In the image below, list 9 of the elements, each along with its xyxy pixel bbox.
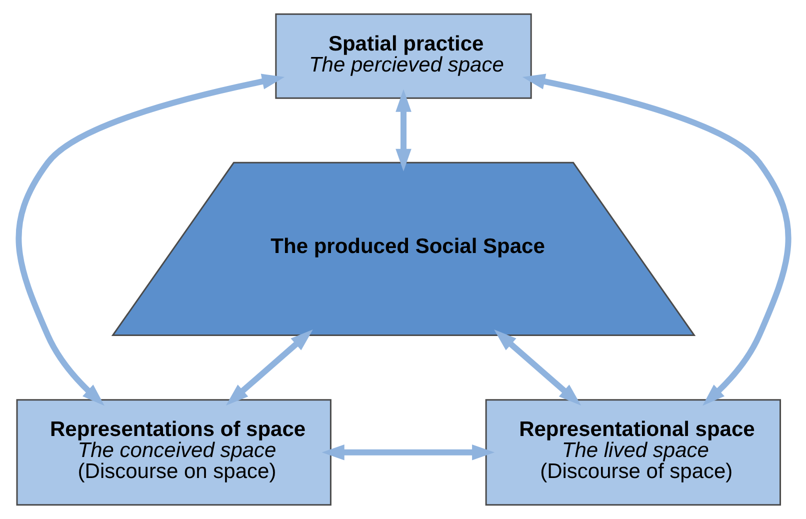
arrow <box>494 330 582 406</box>
arrow <box>226 330 313 406</box>
node-box: Representations of space The conceived space (Discourse on space) <box>16 399 332 506</box>
arrow <box>16 74 285 406</box>
node-box: Representational space The lived space (Discourse of space) <box>485 399 781 506</box>
arrow <box>396 89 412 172</box>
node-box: Spatial practice The percieved space <box>275 13 532 99</box>
arrow <box>322 444 495 460</box>
arrow <box>522 74 792 406</box>
